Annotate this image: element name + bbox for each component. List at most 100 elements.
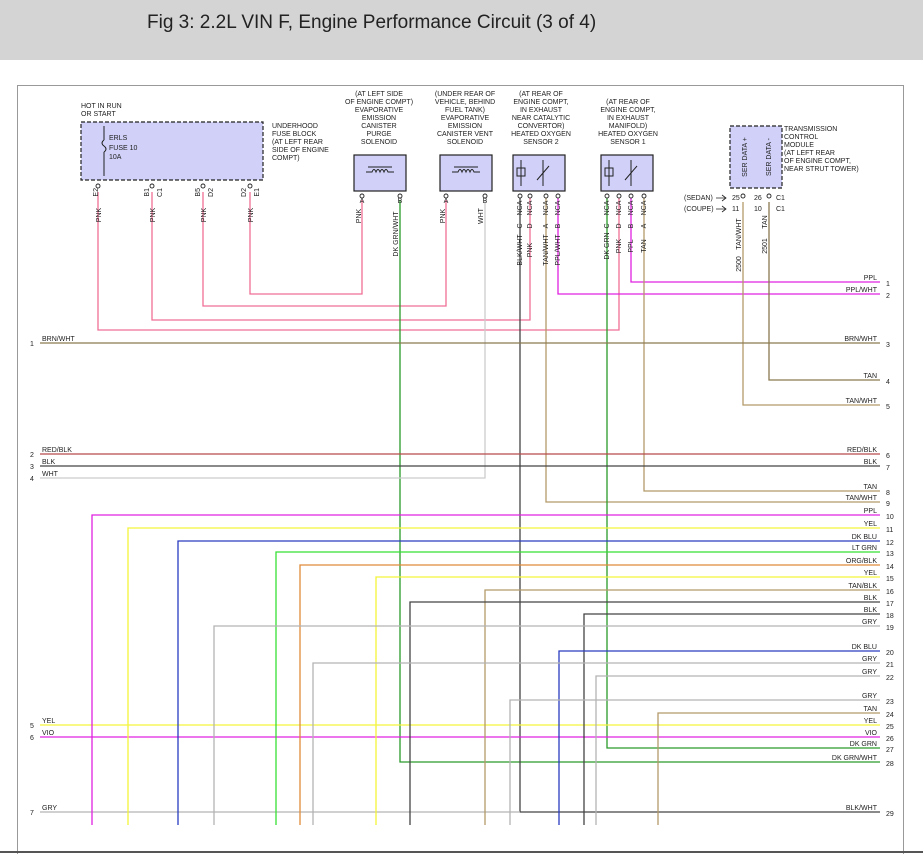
right-wire-number: 9 <box>886 501 890 508</box>
left-wire-number: 2 <box>30 452 34 459</box>
right-wire-number: 29 <box>886 811 894 818</box>
right-wire-label: TAN/WHT <box>846 398 878 405</box>
fuse-block-box <box>80 121 264 181</box>
purge-wire-label: PNK <box>356 208 363 223</box>
ho2s1-desc-line-4: MANIFOLD) <box>609 123 648 130</box>
wire-lt-grn-13 <box>275 551 880 825</box>
fuse-block-desc-line-1: UNDERHOOD <box>272 123 318 130</box>
left-wire-number: 1 <box>30 341 34 348</box>
right-wire-label: PPL/WHT <box>846 287 878 294</box>
wire-blk-18 <box>583 613 880 825</box>
right-wire-label: VIO <box>865 730 878 737</box>
vent-pin-label: A <box>444 198 449 205</box>
ho2s2-desc-line-2: ENGINE COMPT, <box>513 99 568 106</box>
ho2s2-pin <box>517 193 523 199</box>
ho2s1-pin <box>604 193 610 199</box>
wire-tan-8 <box>643 198 880 492</box>
right-wire-label: PPL <box>864 275 877 282</box>
right-wire-label: GRY <box>862 656 877 663</box>
wire-gry-21 <box>312 662 880 825</box>
ho2s2-desc-line-7: SENSOR 2 <box>523 139 559 146</box>
fuse-pin-label: E1 <box>254 188 261 197</box>
purge-pin-label: A <box>360 198 365 205</box>
right-wire-number: 5 <box>886 404 890 411</box>
right-wire-number: 24 <box>886 712 894 719</box>
fuse-pin <box>149 183 155 189</box>
right-wire-label: GRY <box>862 693 877 700</box>
tcm-coupe-label: (COUPE) <box>684 206 714 213</box>
purge-pin-label: B <box>398 198 403 205</box>
ho2s2-desc-line-3: IN EXHAUST <box>520 107 563 114</box>
right-wire-label: TAN/BLK <box>848 583 877 590</box>
ho2s2-wire-label: PNK <box>527 242 534 257</box>
right-wire-number: 23 <box>886 699 894 706</box>
right-wire-number: 2 <box>886 293 890 300</box>
tcm-circuit-label: 2501 <box>762 238 769 254</box>
ho2s2-desc-line-1: (AT REAR OF <box>519 91 563 98</box>
fuse-wire-label: PNK <box>96 207 103 222</box>
right-wire-number: 18 <box>886 613 894 620</box>
ho2s2-desc-line-5: CONVERTOR) <box>518 123 565 130</box>
left-wire-number: 6 <box>30 735 34 742</box>
fuse-pin <box>247 183 253 189</box>
tcm-circuit-label: 2500 <box>736 256 743 272</box>
fuse-pin-label: C1 <box>157 188 164 197</box>
right-wire-label: TAN/WHT <box>846 495 878 502</box>
tcm-pin-label: 25 <box>732 195 740 202</box>
ho2s1-desc-line-2: ENGINE COMPT, <box>600 107 655 114</box>
wire-pnk-ho2s2 <box>151 192 531 321</box>
right-wire-number: 13 <box>886 551 894 558</box>
left-wire-label: YEL <box>42 718 55 725</box>
right-wire-label: YEL <box>864 521 877 528</box>
right-wire-label: DK GRN <box>850 741 877 748</box>
wire-yel-11 <box>127 527 880 825</box>
fuse-pin-label: B1 <box>144 188 151 197</box>
diagram-frame <box>17 85 904 854</box>
ho2s1-pin-label: A <box>641 223 648 228</box>
page-title: Fig 3: 2.2L VIN F, Engine Performance Ci… <box>147 12 597 33</box>
fuse-hot-line-2: OR START <box>81 111 116 118</box>
component-layer <box>80 121 783 213</box>
wire-yel-15 <box>375 576 880 825</box>
ho2s1-pin-label: C <box>604 223 611 228</box>
wire-dk-blu-20 <box>558 650 880 825</box>
tcm-pin-label: C1 <box>776 195 785 202</box>
arrow-icon <box>716 194 727 213</box>
ho2s1-pin <box>628 193 634 199</box>
right-wire-number: 6 <box>886 453 890 460</box>
purge-desc-line-4: EMISSION <box>362 115 396 122</box>
wire-gry-23 <box>509 699 880 825</box>
wire-tan-blk-16 <box>484 589 880 825</box>
ho2s1-wire-label: DK GRN <box>604 232 611 259</box>
solenoid-coil-icon <box>366 166 394 174</box>
right-wire-number: 4 <box>886 379 890 386</box>
right-wire-label: GRY <box>862 669 877 676</box>
ho2s2-pin-label: D <box>527 223 534 228</box>
ho2s2-nca: NCA <box>543 200 550 215</box>
tcm-desc-line-1: TRANSMISSION <box>784 126 837 133</box>
fuse-number: FUSE 10 <box>109 145 138 152</box>
tcm-desc-line-5: OF ENGINE COMPT, <box>784 158 851 165</box>
vent-pin <box>443 193 449 199</box>
right-wire-number: 26 <box>886 736 894 743</box>
fuse-pin-label: D2 <box>241 188 248 197</box>
purge-desc-line-1: (AT LEFT SIDE <box>355 91 403 98</box>
right-wire-label: TAN <box>864 706 877 713</box>
wire-wht-4 <box>40 200 486 479</box>
right-wire-number: 8 <box>886 490 890 497</box>
right-wire-number: 22 <box>886 675 894 682</box>
right-wire-label: DK BLU <box>852 644 877 651</box>
purge-pin <box>397 193 403 199</box>
wire-blk-17 <box>409 601 880 825</box>
ho2s2-pin-label: A <box>543 223 550 228</box>
tcm-pin <box>740 193 746 199</box>
ho2s1-nca: NCA <box>604 200 611 215</box>
left-wire-label: GRY <box>42 805 57 812</box>
wire-tan-wht-5 <box>742 202 880 406</box>
ho2s1-pin-label: B <box>628 223 635 228</box>
fuse-hot-line-1: HOT IN RUN <box>81 103 122 110</box>
ho2s2-box <box>512 154 566 192</box>
right-wire-label: BLK <box>864 595 878 602</box>
right-wire-label: DK GRN/WHT <box>832 755 878 762</box>
